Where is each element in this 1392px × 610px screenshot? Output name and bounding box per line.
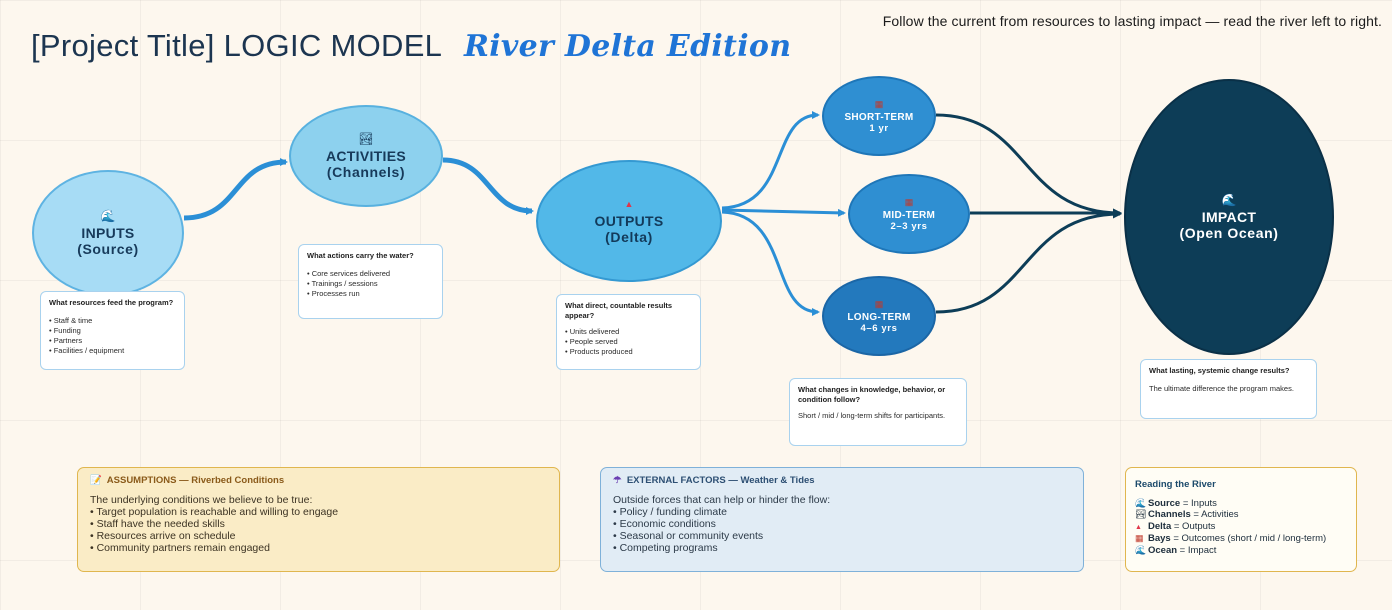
list-item: Target population is reachable and willi… [90, 506, 547, 518]
bay-icon: ▦ [874, 98, 884, 109]
impact-note-text: The ultimate difference the program make… [1149, 384, 1294, 393]
long-term-label: LONG-TERM [847, 311, 911, 323]
ocean-icon: 🌊 [1135, 544, 1147, 555]
list-item: Staff & time [49, 316, 176, 326]
assumptions-title: ASSUMPTIONS — Riverbed Conditions [106, 475, 285, 486]
flow-short-to-impact [935, 113, 1122, 218]
list-item: Products produced [565, 347, 692, 357]
legend-row-ocean: 🌊Ocean = Impact [1135, 544, 1217, 556]
list-item: Trainings / sessions [307, 279, 434, 289]
river-icon: 🏞 [358, 132, 374, 146]
assumptions-panel[interactable]: 📝 ASSUMPTIONS — Riverbed Conditions The … [77, 467, 560, 572]
list-item: Partners [49, 336, 176, 346]
outputs-label: OUTPUTS [594, 213, 664, 229]
assumptions-heading: 📝 ASSUMPTIONS — Riverbed Conditions [90, 475, 547, 487]
list-item: Staff have the needed skills [90, 518, 547, 530]
activities-node[interactable]: 🏞 ACTIVITIES (Channels) [289, 105, 443, 207]
wave-icon: 🌊 [1135, 497, 1147, 508]
activities-label: ACTIVITIES [325, 148, 406, 164]
outputs-node[interactable]: ▲ OUTPUTS (Delta) [536, 160, 722, 282]
short-term-duration: 1 yr [869, 122, 889, 134]
flow-long-to-impact [935, 209, 1122, 314]
activities-sublabel: (Channels) [326, 164, 406, 180]
impact-label: IMPACT [1201, 209, 1257, 225]
river-icon: 🏞 [1135, 509, 1147, 519]
short-term-node[interactable]: ▦ SHORT-TERM 1 yr [822, 76, 936, 156]
flow-outputs-to-mid [721, 208, 846, 217]
outputs-note[interactable]: What direct, countable results appear? U… [556, 294, 701, 370]
list-item: Competing programs [613, 542, 1071, 554]
memo-icon: 📝 [90, 475, 102, 486]
list-item: Community partners remain engaged [90, 542, 547, 554]
wave-icon: 🌊 [100, 209, 116, 223]
weather-icon: ☂ [613, 475, 622, 486]
short-term-label: SHORT-TERM [844, 111, 914, 123]
legend-row-bays: ▦Bays = Outcomes (short / mid / long-ter… [1135, 533, 1327, 544]
outputs-note-question: What direct, countable results appear? [565, 301, 673, 320]
inputs-label: INPUTS [81, 225, 135, 241]
list-item: Core services delivered [307, 269, 434, 279]
external-factors-title: EXTERNAL FACTORS — Weather & Tides [626, 475, 815, 486]
legend-panel[interactable]: Reading the River 🌊Source = Inputs 🏞Chan… [1125, 467, 1357, 572]
legend-heading: Reading the River [1135, 479, 1216, 490]
outcomes-note-text: Short / mid / long-term shifts for parti… [798, 411, 946, 420]
legend-row-source: 🌊Source = Inputs [1135, 497, 1217, 509]
list-item: Funding [49, 326, 176, 336]
external-factors-intro: Outside forces that can help or hinder t… [613, 494, 831, 506]
inputs-sublabel: (Source) [77, 241, 139, 257]
outcomes-note[interactable]: What changes in knowledge, behavior, or … [789, 378, 967, 446]
ocean-icon: 🌊 [1221, 193, 1237, 207]
flow-outputs-to-short [721, 111, 820, 210]
bay-icon: ▦ [874, 298, 884, 309]
project-title[interactable]: [Project Title] LOGIC MODEL [31, 28, 442, 63]
flow-outputs-to-long [721, 210, 820, 316]
impact-sublabel: (Open Ocean) [1179, 225, 1279, 241]
impact-node[interactable]: 🌊 IMPACT (Open Ocean) [1124, 79, 1334, 355]
outputs-sublabel: (Delta) [605, 229, 653, 245]
list-item: Units delivered [565, 327, 692, 337]
list-item: Processes run [307, 289, 434, 299]
list-item: Policy / funding climate [613, 506, 1071, 518]
bay-icon: ▦ [1135, 533, 1144, 543]
flow-inputs-to-activities [183, 158, 288, 221]
activities-note[interactable]: What actions carry the water? Core servi… [298, 244, 443, 319]
mid-term-label: MID-TERM [882, 209, 936, 221]
legend-row-channels: 🏞Channels = Activities [1135, 509, 1239, 520]
list-item: Economic conditions [613, 518, 1071, 530]
flow-activities-to-outputs [442, 157, 534, 215]
external-factors-heading: ☂ EXTERNAL FACTORS — Weather & Tides [613, 475, 1071, 487]
activities-note-question: What actions carry the water? [307, 251, 414, 260]
list-item: Facilities / equipment [49, 346, 176, 356]
bay-icon: ▦ [904, 196, 914, 207]
inputs-note[interactable]: What resources feed the program? Staff &… [40, 291, 185, 370]
edition-subtitle[interactable]: River Delta Edition [463, 29, 792, 64]
long-term-node[interactable]: ▦ LONG-TERM 4–6 yrs [822, 276, 936, 356]
outcomes-note-question: What changes in knowledge, behavior, or … [798, 385, 946, 404]
external-factors-panel[interactable]: ☂ EXTERNAL FACTORS — Weather & Tides Out… [600, 467, 1084, 572]
inputs-note-question: What resources feed the program? [49, 298, 174, 307]
mid-term-duration: 2–3 yrs [890, 220, 928, 232]
mid-term-node[interactable]: ▦ MID-TERM 2–3 yrs [848, 174, 970, 254]
impact-note[interactable]: What lasting, systemic change results? T… [1140, 359, 1317, 419]
delta-triangle-icon: ▲ [624, 199, 634, 209]
list-item: People served [565, 337, 692, 347]
assumptions-intro: The underlying conditions we believe to … [90, 494, 313, 506]
long-term-duration: 4–6 yrs [860, 322, 898, 334]
list-item: Resources arrive on schedule [90, 530, 547, 542]
legend-row-delta: ▲Delta = Outputs [1135, 520, 1216, 532]
delta-triangle-icon: ▲ [1135, 523, 1142, 531]
reading-tagline: Follow the current from resources to las… [882, 13, 1382, 29]
list-item: Seasonal or community events [613, 530, 1071, 542]
page-title: [Project Title] LOGIC MODEL River Delta … [31, 28, 791, 64]
inputs-node[interactable]: 🌊 INPUTS (Source) [32, 170, 184, 296]
impact-note-question: What lasting, systemic change results? [1149, 366, 1290, 375]
